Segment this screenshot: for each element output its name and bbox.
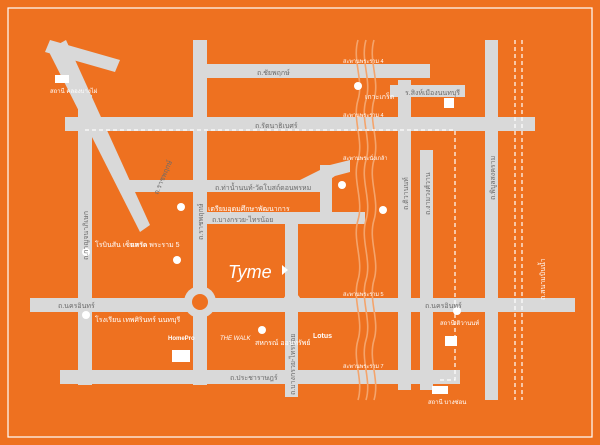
- label-nakhon-in-left: ถ.นครอินทร์: [58, 302, 95, 310]
- robinson-marker: [82, 248, 90, 256]
- label-pracha-rat: ถ.ประชาราษฎร์: [230, 374, 278, 382]
- roundabout-center: [192, 294, 208, 310]
- label-phibun: ถ.พิบูลสงคราม: [489, 156, 497, 200]
- label-tha-nam: ถ.ท่าน้ำนนท์-วัดโบสถ์ดอนพรหม: [215, 181, 311, 192]
- road-chaiyaphruek: [195, 64, 430, 78]
- label-the-walk: THE WALK: [220, 336, 252, 342]
- school-marker: [82, 311, 90, 319]
- label-bang-kruai-vertical: ถ.บางกรวย-ไทรน้อย: [288, 334, 297, 395]
- label-lotus: Lotus: [313, 333, 332, 340]
- road-diagonal-top: [45, 40, 120, 72]
- label-chaiyaphruek: ถ.ชัยพฤกษ์: [257, 69, 290, 77]
- metro-top-icon: [55, 75, 69, 83]
- school-icon: [445, 336, 457, 346]
- road-nakhon-in: [30, 298, 575, 312]
- chao-phraya-river: [355, 39, 377, 401]
- project-pin-icon: [282, 265, 288, 275]
- marker-right: [379, 206, 387, 214]
- road-rattanathibet: [65, 117, 535, 131]
- label-triam-udom: เตรียมอุดมศึกษาพัฒนาการ: [208, 204, 290, 213]
- road-bang-kruai: [200, 212, 365, 224]
- road-center-connector: [320, 165, 332, 212]
- label-tiwanon: ถ.ติวานนท์: [402, 177, 410, 210]
- triam-udom-marker: [177, 203, 185, 211]
- label-sanambinnam: ถ.สนามบินน้ำ: [536, 258, 547, 300]
- label-bridge-rama7: สะพานพระราม 7: [343, 363, 384, 370]
- label-ratchaphruek: ถ.ราชพฤกษ์: [197, 203, 205, 240]
- label-ko-kret: เกาะเกร็ด: [365, 92, 394, 101]
- talad-marker: [173, 256, 181, 264]
- label-bridge-rattanathibet: สะพานพระราม 4: [343, 112, 384, 119]
- label-talad: ตลาด พระราม 5: [130, 242, 180, 249]
- label-metro-right: สถานี ติวานนท์: [440, 319, 479, 327]
- label-school: โรงเรียน เทพศิรินทร์ นนทบุรี: [95, 315, 180, 324]
- label-homepro: HomePro: [168, 336, 195, 342]
- metro-right-marker: [453, 307, 461, 315]
- label-bridge-nonthaburi: สะพานพระนั่งเกล้า: [343, 154, 387, 162]
- label-bridge-rama5: สะพานพระราม 5: [343, 291, 384, 298]
- label-ngamwongwan: ถ.งามวงศ์วาน: [424, 172, 432, 215]
- label-bridge-top: สะพานพระราม 4: [343, 58, 384, 65]
- metro-bottom-icon: [432, 386, 448, 394]
- junction-circle: [283, 293, 301, 311]
- ko-kret-marker: [354, 82, 362, 90]
- sahakorn-marker: [258, 326, 266, 334]
- road-tha-nam: [120, 180, 330, 192]
- label-sahakorn: สหกรณ์ ออมทรัพย์: [255, 339, 310, 347]
- label-bang-kruai: ถ.บางกรวย-ไทรน้อย: [212, 215, 273, 224]
- label-robinson: โรบินสัน เซ็นทรัล: [95, 240, 147, 249]
- map-frame: [7, 7, 593, 438]
- road-ngamwongwan: [420, 150, 433, 390]
- rail-vertical-station: [440, 160, 456, 381]
- road-tiwanon: [398, 80, 411, 390]
- hw-logo-icon: [172, 350, 190, 362]
- label-kanchanaphisek: ถ.กาญจนาภิเษก: [82, 211, 90, 260]
- marker-center: [338, 181, 346, 189]
- road-diagonal: [48, 40, 150, 232]
- label-rattanathibet: ถ.รัตนาธิเบศร์: [255, 122, 298, 130]
- label-metro-bottom: สถานี บางซ่อน: [428, 398, 466, 406]
- project-logo: Tyme: [228, 262, 272, 282]
- label-nakhon-in-right: ถ.นครอินทร์: [425, 302, 462, 310]
- place-markers: [82, 82, 461, 334]
- label-pak-kret: ร.สิงห์เมืองนนทบุรี: [405, 89, 460, 97]
- hospital-icon: [444, 98, 454, 108]
- road-phibun: [485, 40, 498, 400]
- label-metro-top: สถานี คลองบางไผ่: [50, 87, 98, 95]
